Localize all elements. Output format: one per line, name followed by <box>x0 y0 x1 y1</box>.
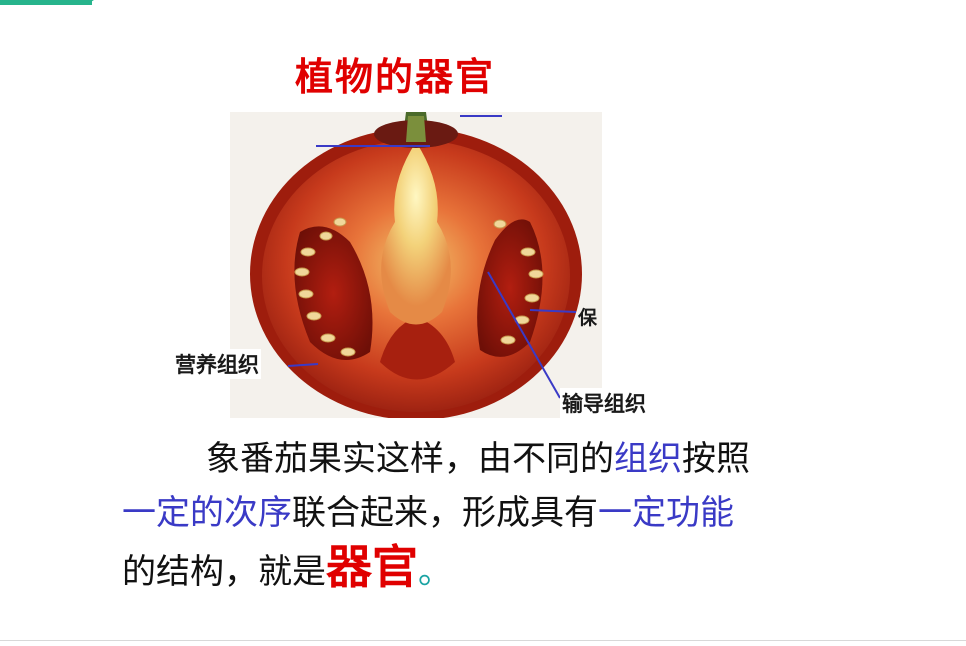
text-segment: 联合起来，形成具有 <box>292 493 598 533</box>
highlight-order: 一定的次序 <box>122 493 292 533</box>
highlight-tissue: 组织 <box>614 439 682 479</box>
definition-paragraph: 象番茄果实这样，由不同的组织按照 一定的次序联合起来，形成具有一定功能 的结构，… <box>122 432 842 599</box>
protective-tissue-label-cut: 保 <box>578 307 598 329</box>
vascular-tissue-label: 输导组织 <box>560 388 648 418</box>
nutrient-tissue-label: 营养组织 <box>173 349 261 379</box>
paragraph-line-3: 的结构，就是器官。 <box>122 540 842 599</box>
corner-accent-bar <box>0 0 92 5</box>
highlight-function: 一定功能 <box>598 493 734 533</box>
text-segment: 的结构，就是 <box>122 552 326 592</box>
slide-title: 植物的器官 <box>294 55 495 99</box>
tomato-cross-section-image <box>230 112 602 418</box>
bottom-divider <box>0 640 966 641</box>
highlight-organ: 器官 <box>326 540 418 594</box>
text-segment: 按照 <box>682 439 750 479</box>
corner-accent-tip <box>86 0 94 5</box>
paragraph-line-1: 象番茄果实这样，由不同的组织按照 <box>122 432 842 486</box>
paragraph-line-2: 一定的次序联合起来，形成具有一定功能 <box>122 486 842 540</box>
text-period: 。 <box>418 552 452 592</box>
text-segment: 象番茄果实这样，由不同的 <box>206 439 614 479</box>
